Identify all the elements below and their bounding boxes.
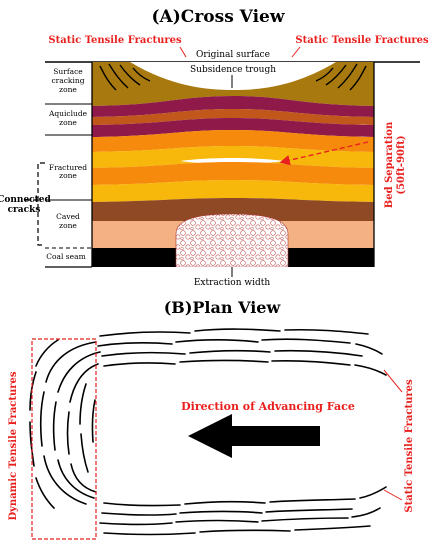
static-fractures-pointer-right xyxy=(291,46,301,58)
caved-zone-label-2: zone xyxy=(59,221,77,230)
plan-dynamic-fractures xyxy=(29,339,101,509)
zone-labels: Surface cracking zone Aquiclude zone Fra… xyxy=(46,67,87,261)
coal-seam-label: Coal seam xyxy=(46,252,85,261)
direction-label: Direction of Advancing Face xyxy=(181,400,355,413)
extraction-width-label: Extraction width xyxy=(194,278,271,288)
zone-dividers xyxy=(45,103,92,268)
aquiclude-zone-label-2: zone xyxy=(59,118,77,127)
dynamic-fractures-label: Dynamic Tensile Fractures xyxy=(8,371,19,520)
caved-layer xyxy=(92,198,374,221)
surface-cracks-left xyxy=(99,63,151,91)
bed-separation-pointer xyxy=(279,141,369,166)
bed-separation-label-1: Bed Separation xyxy=(384,121,395,208)
subsidence-trough xyxy=(130,62,336,90)
connected-cracks-bracket xyxy=(24,162,45,246)
bed-separation-label-2: (50ft-90ft) xyxy=(396,135,407,194)
plan-view-title: (B)Plan View xyxy=(164,298,282,317)
surface-zone-label-2: cracking xyxy=(51,76,84,85)
surface-zone-label-1: Surface xyxy=(53,67,83,76)
fractured-layer-1 xyxy=(92,130,374,152)
static-fractures-label-left: Static Tensile Fractures xyxy=(48,35,182,46)
fractured-layer-3 xyxy=(92,162,374,185)
fractured-zone-label-1: Fractured xyxy=(49,163,87,172)
subsidence-trough-label: Subsidence trough xyxy=(190,65,276,75)
cross-view-title: (A)Cross View xyxy=(152,7,285,27)
surface-zone-label-3: zone xyxy=(59,85,77,94)
fractured-zone-label-2: zone xyxy=(59,171,77,180)
plan-static-pointer-bottom xyxy=(383,489,403,501)
original-surface-label: Original surface xyxy=(196,50,270,60)
plan-static-fractures-label: Static Tensile Fractures xyxy=(404,379,415,513)
static-fractures-pointer-left xyxy=(179,46,187,58)
static-fractures-label-right: Static Tensile Fractures xyxy=(295,35,429,46)
surface-cracks-right xyxy=(315,63,367,91)
connected-cracks-label-2: cracks xyxy=(8,205,41,215)
rock-layers xyxy=(92,62,374,267)
bed-separation-label: Bed Separation (50ft-90ft) xyxy=(384,121,407,208)
plan-static-fractures-bottom xyxy=(99,486,387,536)
advancing-face-arrow xyxy=(188,414,320,458)
plan-static-pointer-top xyxy=(383,369,403,393)
caved-zone-label-1: Caved xyxy=(56,212,80,221)
aquiclude-zone-label-1: Aquiclude xyxy=(48,109,88,118)
aquiclude-layer-3 xyxy=(92,118,374,137)
plan-static-fractures-label-group: Static Tensile Fractures xyxy=(404,379,415,513)
aquiclude-layer-1 xyxy=(92,96,374,117)
plan-static-fractures-top xyxy=(97,328,387,376)
fractured-layer-2 xyxy=(92,146,374,168)
aquiclude-layer-2 xyxy=(92,109,374,125)
dynamic-fractures-box xyxy=(31,338,97,540)
fractured-layer-4 xyxy=(92,180,374,202)
dynamic-fractures-label-group: Dynamic Tensile Fractures xyxy=(8,371,19,520)
caved-rubble xyxy=(175,213,289,267)
